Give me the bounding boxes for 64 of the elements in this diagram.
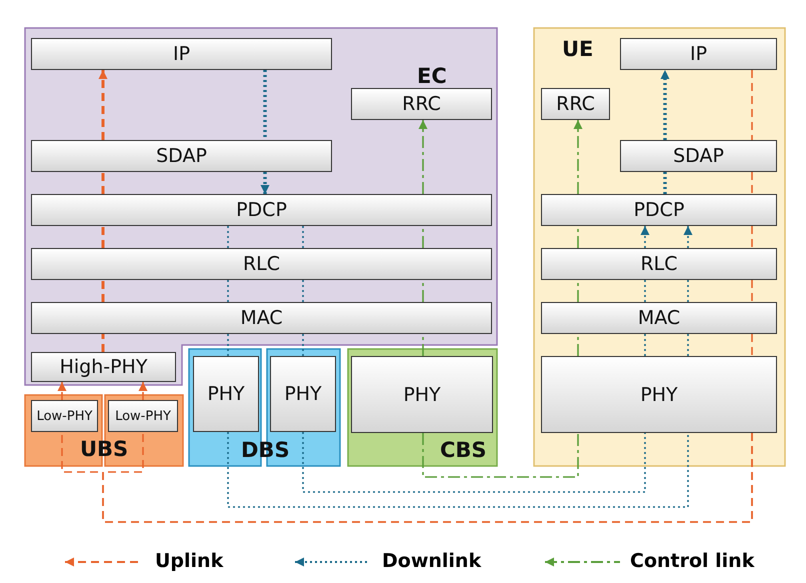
connector-line (102, 172, 104, 194)
connector-line (138, 382, 148, 400)
protocol-layer-box: RLC (31, 248, 492, 280)
connector-line (751, 172, 753, 194)
connector-line (227, 334, 229, 356)
connector-line (102, 334, 104, 352)
protocol-layer-box: MAC (31, 302, 492, 334)
connector-line (422, 433, 579, 478)
protocol-layer-box: PHY (351, 356, 493, 433)
connector-line (577, 334, 579, 356)
protocol-layer-box: IP (620, 38, 777, 70)
protocol-layer-box: RRC (351, 88, 492, 120)
connector-line (102, 226, 104, 248)
connector-line (577, 226, 579, 248)
connector-line (644, 280, 646, 302)
group-title: EC (417, 64, 447, 88)
protocol-layer-box: MAC (541, 302, 777, 334)
connector-line (58, 382, 66, 400)
connector-line (751, 70, 753, 140)
protocol-layer-box: High-PHY (31, 352, 176, 382)
connector-line (640, 226, 650, 248)
connector-line (751, 334, 753, 356)
connector-line (577, 280, 579, 302)
connector-line (98, 70, 108, 140)
connector-line (227, 280, 229, 302)
connector-line (644, 334, 646, 356)
protocol-layer-box: Low-PHY (31, 400, 98, 432)
protocol-layer-box: IP (31, 38, 332, 70)
connector-line (574, 120, 582, 194)
protocol-layer-box: SDAP (620, 140, 777, 172)
protocol-layer-box: RLC (541, 248, 777, 280)
protocol-layer-box: PHY (541, 356, 777, 433)
connector-line (227, 432, 689, 508)
legend-label: Uplink (155, 550, 224, 572)
connector-line (422, 280, 424, 302)
connector-line (660, 70, 670, 140)
connector-line (687, 334, 689, 356)
connector-line (260, 172, 270, 194)
connector-line (422, 334, 424, 356)
legend-label: Control link (630, 550, 754, 572)
connector-line (227, 226, 229, 248)
group-title: CBS (440, 438, 487, 462)
connector-line (102, 280, 104, 302)
protocol-layer-box: Low-PHY (108, 400, 178, 432)
connector-line (751, 226, 753, 248)
connector-line (302, 226, 304, 248)
protocol-layer-box: PDCP (31, 194, 492, 226)
connector-line (302, 334, 304, 356)
group-title: UE (562, 37, 594, 61)
protocol-layer-box: SDAP (31, 140, 332, 172)
legend-label: Downlink (382, 550, 482, 572)
connector-line (684, 226, 692, 248)
protocol-layer-box: PDCP (541, 194, 777, 226)
connector-line (687, 280, 689, 302)
connector-line (751, 280, 753, 302)
connector-line (422, 226, 424, 248)
protocol-layer-box: PHY (193, 356, 259, 432)
protocol-layer-box: RRC (541, 88, 610, 120)
connector-line (663, 172, 667, 194)
connector-line (263, 70, 267, 140)
connector-line (302, 432, 646, 493)
connector-line (302, 280, 304, 302)
protocol-layer-box: PHY (270, 356, 336, 432)
connector-line (418, 120, 428, 194)
